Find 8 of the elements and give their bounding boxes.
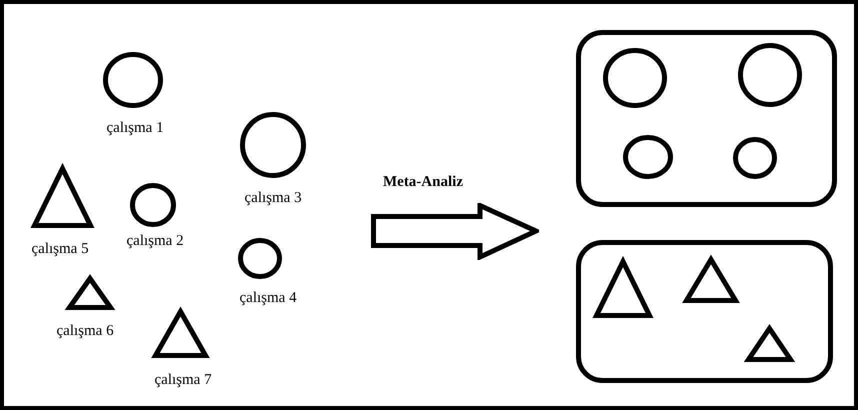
study-caption: çalışma 2 xyxy=(126,232,184,250)
study-caption: çalışma 5 xyxy=(32,240,89,258)
study-caption: çalışma 3 xyxy=(244,189,302,207)
study-caption: çalışma 1 xyxy=(106,119,164,137)
study-caption: çalışma 7 xyxy=(154,371,212,389)
process-label: Meta-Analiz xyxy=(383,174,463,191)
study-caption: çalışma 4 xyxy=(240,289,297,307)
study-caption: çalışma 6 xyxy=(56,322,114,340)
